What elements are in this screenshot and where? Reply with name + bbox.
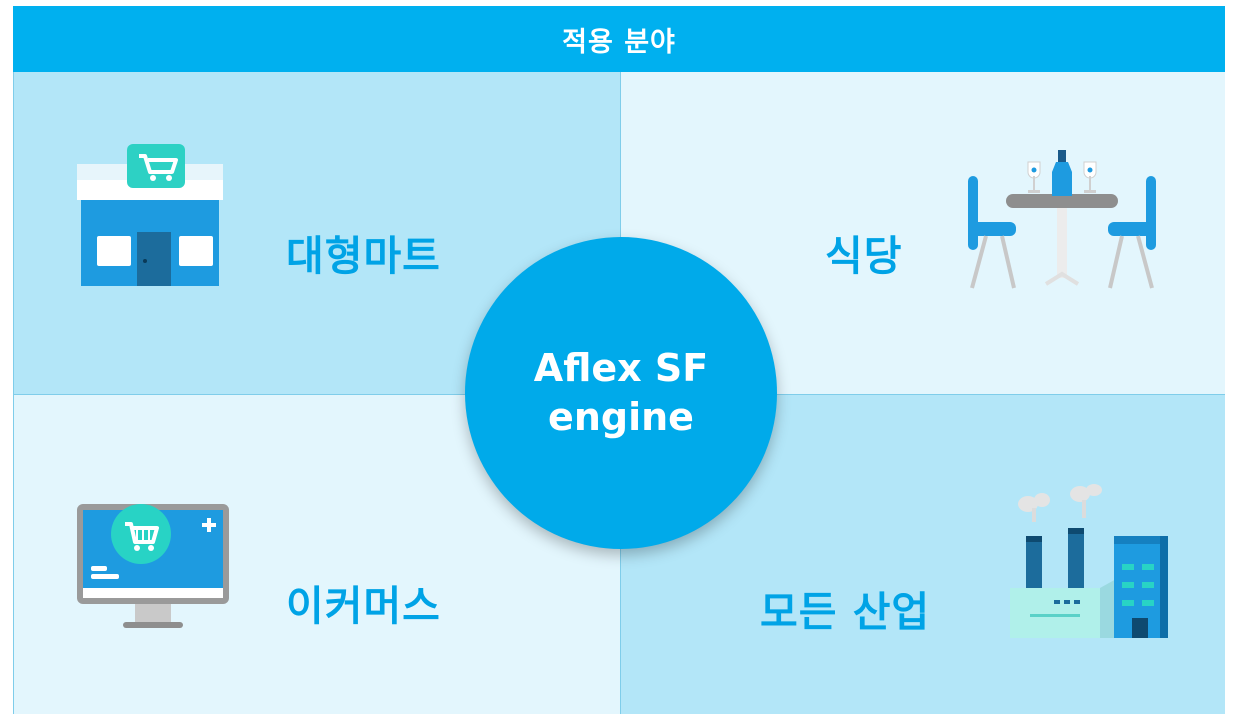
restaurant-table-icon — [968, 150, 1156, 289]
section-title: 적용 분야 — [562, 26, 676, 58]
engine-name-line2: engine — [548, 395, 694, 439]
label-restaurant: 식당 — [825, 232, 903, 280]
engine-circle: Aflex SF engine — [465, 237, 777, 549]
label-large-mart: 대형마트 — [286, 232, 441, 280]
label-ecommerce: 이커머스 — [286, 582, 441, 630]
engine-name-line1: Aflex SF — [533, 345, 709, 390]
store-icon — [77, 144, 223, 286]
factory-icon — [1010, 484, 1168, 638]
section-header: 적용 분야 — [13, 6, 1225, 72]
label-all-industries: 모든 산업 — [760, 588, 931, 636]
ecommerce-monitor-icon — [77, 504, 229, 628]
